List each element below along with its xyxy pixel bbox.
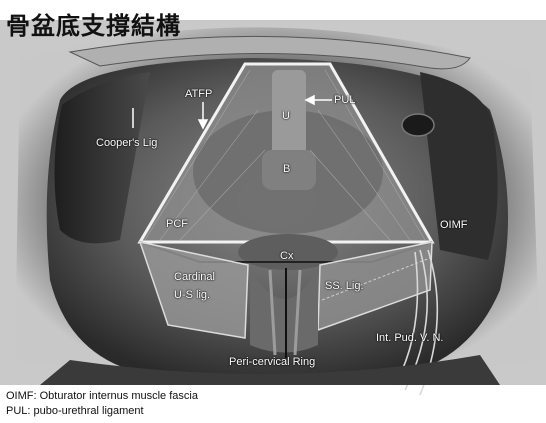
label-coopers-lig: Cooper's Lig bbox=[96, 137, 157, 149]
label-cervix: Cx bbox=[280, 250, 293, 262]
label-oimf: OIMF bbox=[440, 219, 468, 231]
legend-oimf: OIMF: Obturator internus muscle fascia bbox=[6, 390, 198, 402]
label-ss-lig: SS. Lig. bbox=[325, 280, 364, 292]
label-pcf: PCF bbox=[166, 218, 188, 230]
label-us-lig: U-S lig. bbox=[174, 289, 210, 301]
page-title: 骨盆底支撐結構 bbox=[6, 6, 181, 41]
legend-pul: PUL: pubo-urethral ligament bbox=[6, 405, 144, 417]
label-bladder: B bbox=[283, 163, 290, 175]
label-pul: PUL bbox=[334, 94, 355, 106]
label-int-pud: Int. Pud. V. N. bbox=[376, 332, 443, 344]
obturator-foramen bbox=[402, 114, 434, 136]
label-urethra: U bbox=[282, 110, 290, 122]
label-cardinal: Cardinal bbox=[174, 271, 215, 283]
label-atfp: ATFP bbox=[185, 88, 212, 100]
label-pericervical-ring: Peri-cervical Ring bbox=[229, 356, 315, 368]
